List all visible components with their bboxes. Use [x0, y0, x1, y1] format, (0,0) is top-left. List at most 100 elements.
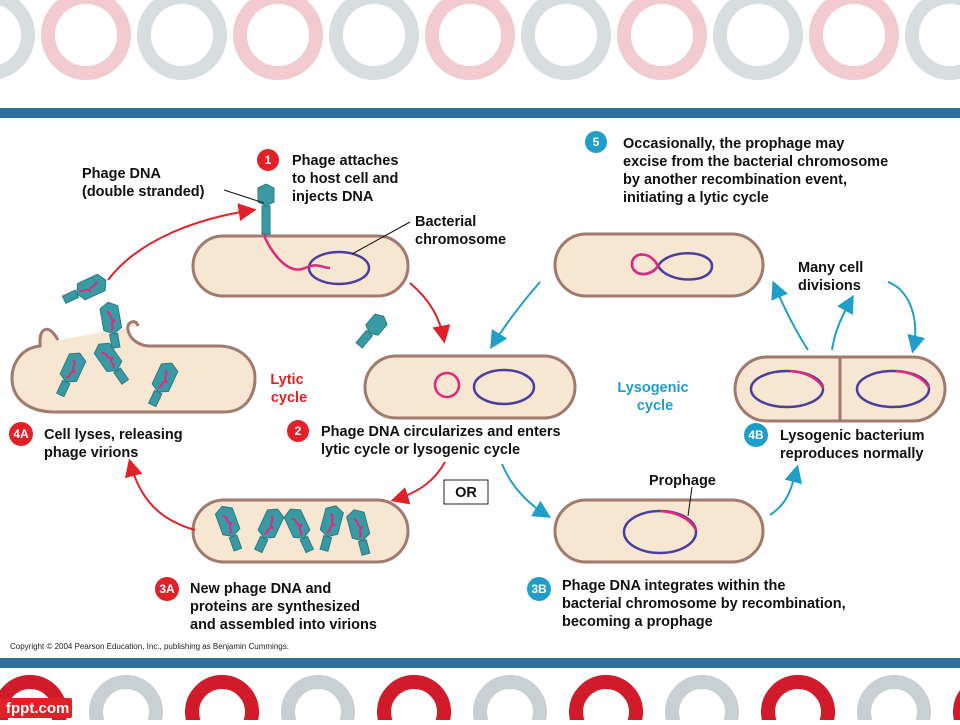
header-band: [0, 108, 960, 118]
arrow-5-to-2: [490, 281, 541, 350]
step-badge: [585, 131, 607, 153]
svg-text:4B: 4B: [748, 428, 764, 442]
decorative-ring: [425, 0, 515, 80]
released-virions: [55, 273, 179, 408]
svg-text:4A: 4A: [13, 427, 29, 441]
decorative-ring: [473, 675, 547, 725]
step-2-caption: Phage DNA circularizes and enters lytic …: [321, 424, 565, 458]
prophage-left: [789, 369, 825, 389]
svg-text:3A: 3A: [159, 582, 175, 596]
step-4b: 4B Lysogenic bacterium reproduces normal…: [744, 423, 925, 462]
arrow-2-to-3b: [501, 463, 552, 518]
circularized-phage-dna: [433, 371, 461, 399]
step-5: 5 Occasionally, the prophage may excise …: [585, 131, 892, 206]
step-3a-caption: New phage DNA and proteins are synthesiz…: [190, 581, 377, 633]
step-5-caption: Occasionally, the prophage may excise fr…: [623, 136, 892, 206]
phage-virion: [253, 508, 285, 554]
svg-text:2: 2: [295, 424, 302, 438]
step-badge: [287, 420, 309, 442]
decorative-rings-top: [0, 0, 960, 80]
phage-virion: [346, 509, 371, 556]
decorative-rings-bottom: [0, 675, 960, 725]
svg-text:fppt.com: fppt.com: [6, 700, 69, 717]
step-1: 1 Phage attaches to host cell and inject…: [257, 149, 402, 205]
fppt-logo: fppt.com: [0, 698, 72, 718]
arrow-cell-divisions-up: [831, 294, 854, 351]
phage-virion: [55, 352, 87, 398]
phage-virion: [283, 508, 315, 554]
integrated-prophage: [659, 509, 698, 531]
decorative-ring: [377, 675, 451, 725]
phage-virion: [214, 505, 243, 552]
pointer-prophage: [687, 486, 693, 517]
footer-band: [0, 658, 960, 668]
step-4a: 4A Cell lyses, releasing phage virions: [9, 422, 187, 461]
decorative-ring: [137, 0, 227, 80]
pointer-phage-dna: [223, 189, 265, 204]
decorative-ring: [281, 675, 355, 725]
arrow-cell-divisions-down: [887, 281, 926, 354]
prophage-right: [895, 369, 931, 389]
label-lysogenic-cycle: Lysogenic cycle: [617, 380, 692, 414]
decorative-ring: [41, 0, 131, 80]
decorative-ring: [665, 675, 739, 725]
arrow-4b-to-5: [771, 280, 809, 351]
step-badge: [527, 577, 551, 601]
step-3b: 3B Phage DNA integrates within the bacte…: [527, 577, 850, 630]
decorative-ring: [713, 0, 803, 80]
chromosome-right: [855, 369, 931, 409]
new-virions: [214, 505, 371, 556]
svg-text:1: 1: [265, 153, 272, 167]
label-or: OR: [455, 485, 477, 501]
decorative-ring: [905, 0, 960, 80]
decorative-ring: [329, 0, 419, 80]
chromosome-left: [749, 369, 825, 409]
label-lytic-cycle: Lytic cycle: [270, 372, 307, 406]
phage-virion: [147, 362, 179, 408]
svg-text:3B: 3B: [531, 582, 547, 596]
injected-phage-dna: [263, 215, 331, 271]
decorative-ring: [569, 675, 643, 725]
bacterium-cell-step2: [363, 354, 577, 420]
decorative-ring: [617, 0, 707, 80]
decorative-ring: [761, 675, 835, 725]
decorative-ring: [185, 675, 259, 725]
bacterial-chromosome: [307, 250, 371, 286]
decorative-ring: [0, 0, 35, 79]
decorative-ring: [857, 675, 931, 725]
bacterium-cell-step3b: [553, 498, 765, 564]
decorative-ring: [809, 0, 899, 80]
phage-virion: [99, 301, 123, 349]
phage-virion: [319, 505, 344, 552]
step-4a-caption: Cell lyses, releasing phage virions: [44, 427, 187, 461]
excised-prophage: [630, 253, 660, 276]
label-phage-dna: Phage DNA (double stranded): [82, 166, 205, 200]
arrow-3a-to-4a: [124, 458, 196, 531]
decorative-ring: [233, 0, 323, 80]
lysed-bacterium-cell: [10, 320, 257, 414]
step-3a: 3A New phage DNA and proteins are synthe…: [155, 577, 377, 633]
step-badge: [257, 149, 279, 171]
label-prophage: Prophage: [649, 473, 716, 489]
step-badge: [155, 577, 179, 601]
arrow-4a-to-1: [107, 203, 257, 281]
phage-free: [355, 313, 388, 349]
step-badge: [9, 422, 33, 446]
arrow-3b-to-4b: [769, 464, 803, 516]
or-box: OR: [443, 479, 489, 505]
svg-text:5: 5: [593, 135, 600, 149]
step-badge: [744, 423, 768, 447]
decorative-ring: [521, 0, 611, 80]
step-1-caption: Phage attaches to host cell and injects …: [292, 153, 402, 205]
copyright-notice: Copyright © 2004 Pearson Education, Inc.…: [10, 642, 289, 651]
step-3b-caption: Phage DNA integrates within the bacteria…: [562, 578, 850, 630]
step-2: 2 Phage DNA circularizes and enters lyti…: [287, 420, 565, 458]
phage-virion: [93, 342, 130, 385]
pointer-bacterial-chromosome: [351, 221, 411, 255]
phage-attaching: [257, 183, 275, 235]
arrow-2-to-3a: [390, 461, 446, 505]
label-bacterial-chromosome: Bacterial chromosome: [415, 214, 506, 248]
decorative-ring: [89, 675, 163, 725]
